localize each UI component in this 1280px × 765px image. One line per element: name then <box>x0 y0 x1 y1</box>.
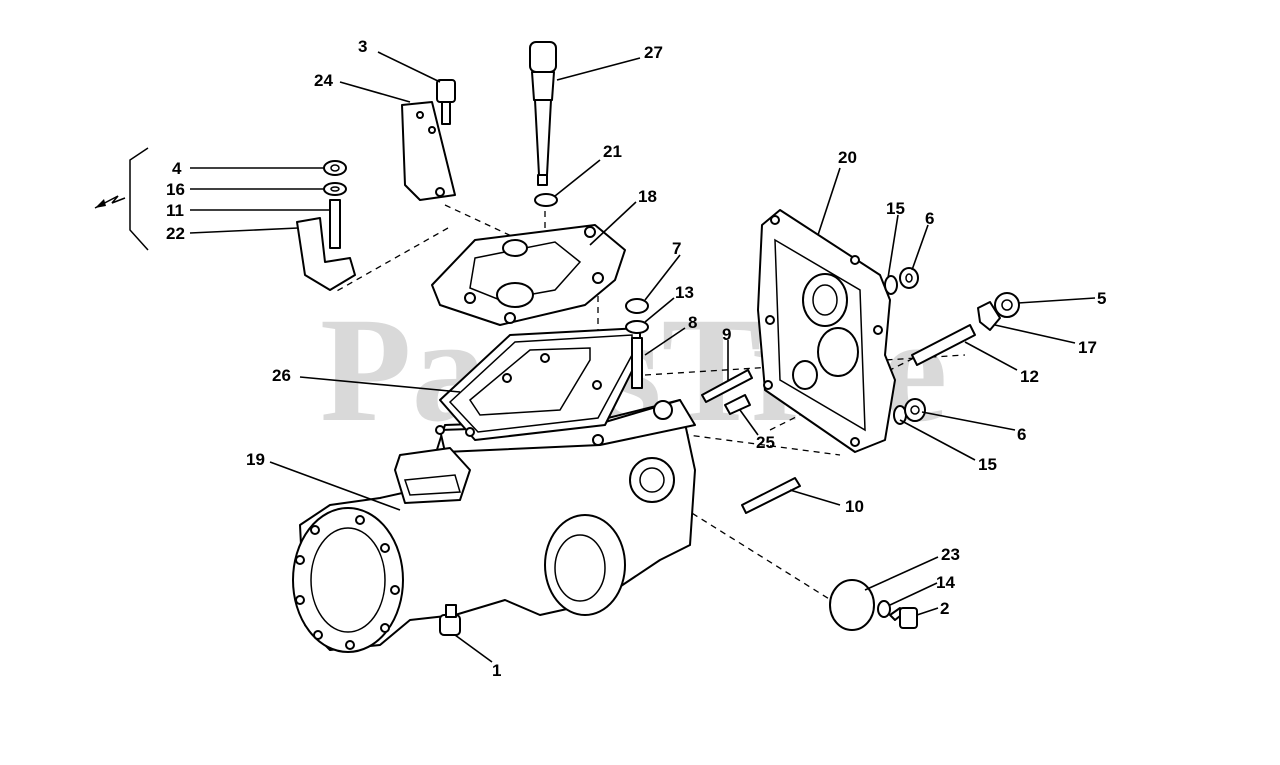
stud-9[interactable] <box>701 369 753 403</box>
callout-labels: 1 2 3 4 5 6 6 7 8 9 10 11 12 13 14 15 15… <box>166 37 1106 680</box>
top-cover[interactable] <box>431 224 626 326</box>
nut-6-lower[interactable] <box>904 398 926 422</box>
callout-27[interactable]: 27 <box>644 43 663 62</box>
callout-19[interactable]: 19 <box>246 450 265 469</box>
washer-13[interactable] <box>625 320 649 334</box>
housing-gasket[interactable] <box>439 327 641 441</box>
callout-4[interactable]: 4 <box>172 159 182 178</box>
callout-22[interactable]: 22 <box>166 224 185 243</box>
zigzag-arrow-icon <box>94 195 126 209</box>
callout-21[interactable]: 21 <box>603 142 622 161</box>
callout-1[interactable]: 1 <box>492 661 501 680</box>
nut-7[interactable] <box>625 298 649 314</box>
callout-23[interactable]: 23 <box>941 545 960 564</box>
callout-7[interactable]: 7 <box>672 239 681 258</box>
callout-26[interactable]: 26 <box>272 366 291 385</box>
group-bracket <box>129 147 149 251</box>
side-cover[interactable] <box>757 209 896 453</box>
nut-5[interactable] <box>994 292 1020 318</box>
callout-15-upper[interactable]: 15 <box>886 199 905 218</box>
callout-5[interactable]: 5 <box>1097 289 1106 308</box>
callout-13[interactable]: 13 <box>675 283 694 302</box>
callout-8[interactable]: 8 <box>688 313 697 332</box>
plate-bolt[interactable] <box>889 607 918 629</box>
washer-14[interactable] <box>877 600 891 618</box>
callout-17[interactable]: 17 <box>1078 338 1097 357</box>
callout-2[interactable]: 2 <box>940 599 949 618</box>
lock-tab[interactable] <box>977 301 1001 331</box>
callout-16[interactable]: 16 <box>166 180 185 199</box>
inspection-plate[interactable] <box>829 579 875 631</box>
stud-11[interactable] <box>329 199 341 249</box>
callout-20[interactable]: 20 <box>838 148 857 167</box>
drain-plug[interactable] <box>439 604 461 636</box>
callout-11[interactable]: 11 <box>166 201 184 220</box>
nut-4[interactable] <box>323 160 347 176</box>
leader-lines <box>189 51 1096 663</box>
callout-24[interactable]: 24 <box>314 71 333 90</box>
nut-6-upper[interactable] <box>899 267 919 289</box>
bracket-bolt[interactable] <box>436 79 456 125</box>
dowel-pin[interactable] <box>724 394 751 415</box>
callout-3[interactable]: 3 <box>358 37 367 56</box>
washer-15-upper[interactable] <box>884 275 898 295</box>
shift-bracket[interactable] <box>401 101 456 201</box>
callout-14[interactable]: 14 <box>936 573 955 592</box>
stud-12[interactable] <box>911 324 976 366</box>
callout-12[interactable]: 12 <box>1020 367 1039 386</box>
shift-lever[interactable] <box>529 41 557 186</box>
transmission-housing[interactable] <box>292 399 696 653</box>
callout-10[interactable]: 10 <box>845 497 864 516</box>
callout-25[interactable]: 25 <box>756 433 775 452</box>
callout-15-lower[interactable]: 15 <box>978 455 997 474</box>
snap-ring[interactable] <box>534 193 558 207</box>
callout-18[interactable]: 18 <box>638 187 657 206</box>
callout-9[interactable]: 9 <box>722 325 731 344</box>
washer-16[interactable] <box>323 182 347 196</box>
callout-6-upper[interactable]: 6 <box>925 209 934 228</box>
stud-10[interactable] <box>741 477 801 514</box>
mount-bracket[interactable] <box>296 217 356 291</box>
callout-6-lower[interactable]: 6 <box>1017 425 1026 444</box>
stud-8[interactable] <box>631 337 643 389</box>
